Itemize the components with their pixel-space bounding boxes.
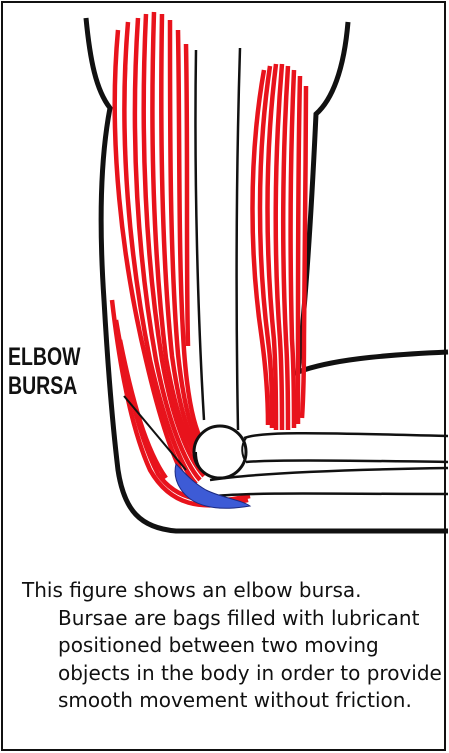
caption-first-line: This figure shows an elbow bursa. xyxy=(22,577,442,605)
arm-outline-right xyxy=(298,22,448,372)
elbow-illustration xyxy=(0,0,449,560)
callout-line-1: ELBOW xyxy=(8,343,81,372)
callout-line-2: BURSA xyxy=(8,372,81,401)
figure-caption: This figure shows an elbow bursa. Bursae… xyxy=(22,577,442,715)
humerus-bone-edge xyxy=(237,48,240,430)
forearm-bone-lower xyxy=(210,468,448,480)
caption-body: Bursae are bags filled with lubricant po… xyxy=(22,605,442,715)
humerus-bone xyxy=(195,50,204,420)
bursa-callout-label: ELBOW BURSA xyxy=(8,343,81,401)
forearm-bone-upper xyxy=(244,433,448,438)
forearm-bone-upper-lower-edge xyxy=(246,461,448,463)
triceps-muscle xyxy=(253,64,307,430)
